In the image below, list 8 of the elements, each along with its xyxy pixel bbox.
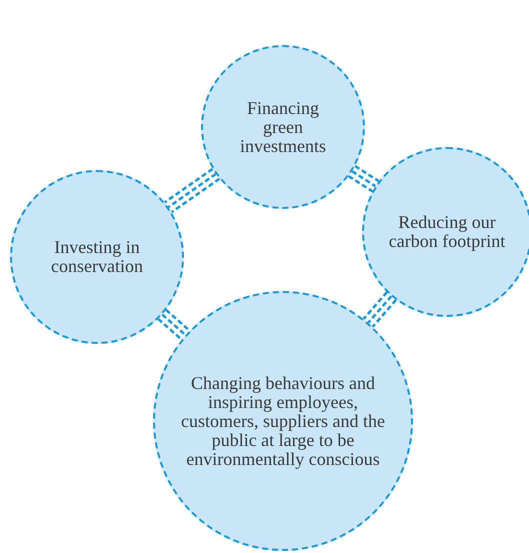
dashed-connector	[362, 290, 398, 328]
node-label: Reducing our carbon footprint	[388, 213, 506, 251]
node-label: Financing green investments	[239, 98, 327, 156]
node-label: Changing behaviours and inspiring employees, customers, suppliers and the public at large to be environmentally conscious	[180, 374, 386, 468]
dashed-connector	[156, 308, 191, 341]
dashed-connector	[347, 164, 380, 193]
node-label: Investing in conservation	[50, 238, 144, 276]
dashed-connector	[163, 168, 221, 214]
